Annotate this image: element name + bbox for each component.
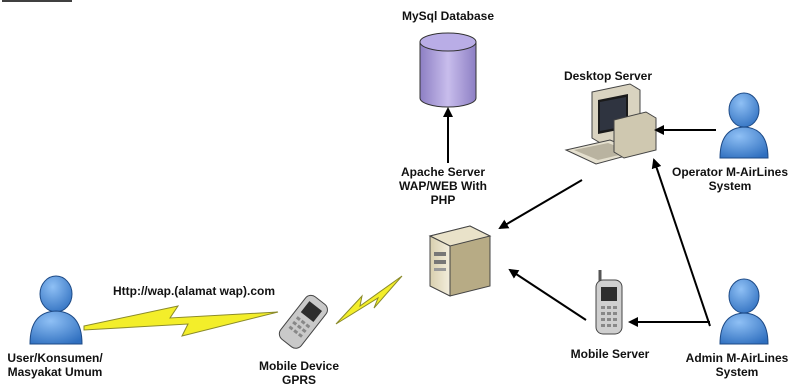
user-label: User/Konsumen/ Masyakat Umum bbox=[2, 351, 108, 379]
user-label-line-1: User/Konsumen/ bbox=[7, 351, 103, 365]
operator-label-line-2: System bbox=[708, 179, 752, 193]
mobile-device-label-line-1: Mobile Device bbox=[258, 359, 340, 373]
apache-server-label: Apache Server WAP/WEB With PHP bbox=[378, 165, 508, 207]
admin-label: Admin M-AirLines System bbox=[678, 351, 796, 379]
arrow-admin-to-desktop bbox=[651, 158, 711, 327]
user-person-icon bbox=[29, 275, 83, 345]
operator-label-line-1: Operator M-AirLines bbox=[671, 165, 788, 179]
operator-label: Operator M-AirLines System bbox=[666, 165, 794, 193]
server-icon bbox=[428, 225, 492, 297]
admin-person-icon bbox=[719, 278, 769, 345]
admin-label-line-1: Admin M-AirLines bbox=[685, 351, 789, 365]
desktop-computer-icon bbox=[564, 83, 657, 165]
url-label: Http://wap.(alamat wap).com bbox=[112, 284, 276, 298]
mobile-phone-icon bbox=[595, 270, 623, 335]
desktop-server-label: Desktop Server bbox=[563, 69, 653, 83]
gprs-link-icon bbox=[335, 275, 403, 325]
mobile-device-label: Mobile Device GPRS bbox=[244, 359, 354, 385]
arrow-mobile-server-to-server bbox=[508, 268, 587, 321]
operator-person-icon bbox=[719, 92, 769, 159]
database-label: MySql Database bbox=[401, 9, 495, 23]
apache-label-line-2: WAP/WEB With bbox=[399, 179, 487, 193]
arrow-desktop-to-server bbox=[498, 179, 583, 230]
user-label-line-2: Masyakat Umum bbox=[7, 365, 103, 379]
admin-label-line-2: System bbox=[715, 365, 759, 379]
apache-label-line-1: Apache Server bbox=[400, 165, 486, 179]
apache-label-line-3: PHP bbox=[430, 193, 456, 207]
mobile-device-label-line-2: GPRS bbox=[281, 373, 316, 385]
mobile-device-icon bbox=[278, 294, 328, 349]
mobile-server-label: Mobile Server bbox=[570, 347, 650, 361]
database-icon bbox=[419, 32, 477, 108]
wireless-link-icon bbox=[83, 305, 279, 337]
